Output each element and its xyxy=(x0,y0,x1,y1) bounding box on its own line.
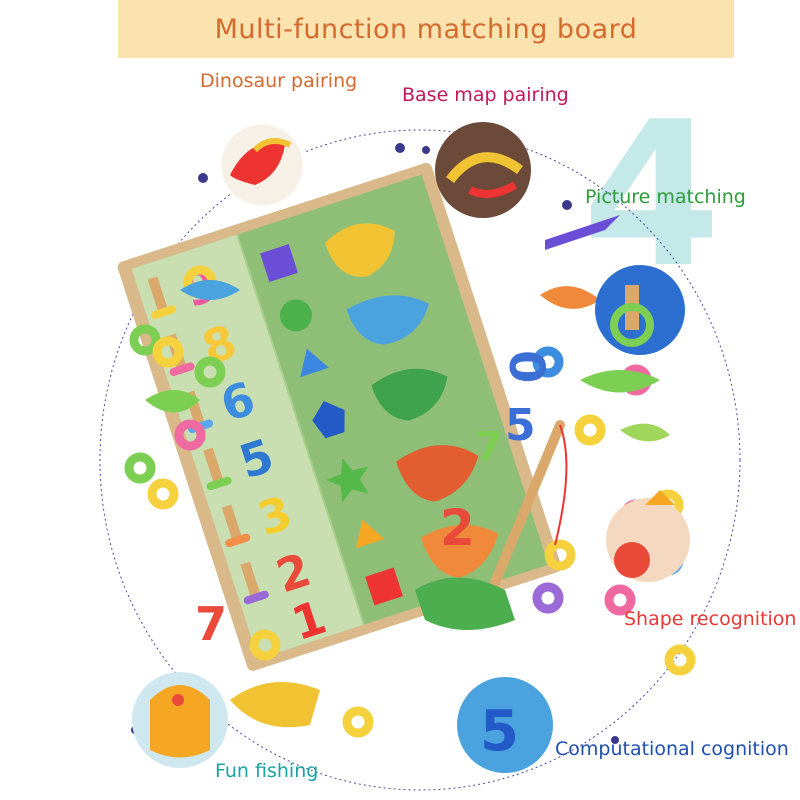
label-dinosaur-pairing: Dinosaur pairing xyxy=(200,70,358,92)
dinosaur-pieces xyxy=(325,223,499,578)
label-base-map-pairing: Base map pairing xyxy=(402,84,569,106)
svg-text:5: 5 xyxy=(505,400,536,451)
label-computational-cognition: Computational cognition xyxy=(555,738,789,760)
svg-text:0: 0 xyxy=(498,350,554,383)
title-banner: Multi-function matching board xyxy=(118,0,734,58)
loose-figures xyxy=(145,215,670,728)
svg-text:7: 7 xyxy=(195,597,227,651)
banner-title: Multi-function matching board xyxy=(214,13,638,45)
feature-circle-shape xyxy=(606,490,690,582)
svg-text:5: 5 xyxy=(480,699,519,764)
loose-numbers: 0 5 7 2 7 xyxy=(195,350,554,651)
wooden-board: 9 8 6 5 3 2 1 xyxy=(117,163,562,671)
shape-pieces xyxy=(260,244,403,606)
svg-text:2: 2 xyxy=(440,499,475,557)
peg-rings xyxy=(150,305,269,605)
feature-circle-fishing xyxy=(132,672,228,768)
svg-text:7: 7 xyxy=(475,424,503,470)
feature-circle-dinosaur xyxy=(218,121,306,209)
label-fun-fishing: Fun fishing xyxy=(215,760,319,782)
label-shape-recognition: Shape recognition xyxy=(624,608,797,630)
fishing-rod xyxy=(487,420,568,595)
feature-circle-base-map xyxy=(435,122,531,218)
feature-circle-computational: 5 xyxy=(457,677,553,773)
feature-circle-picture xyxy=(595,265,685,355)
label-picture-matching: Picture matching xyxy=(585,186,746,208)
decorative-number-four: 4 xyxy=(582,79,722,312)
feature-ring xyxy=(99,129,741,791)
